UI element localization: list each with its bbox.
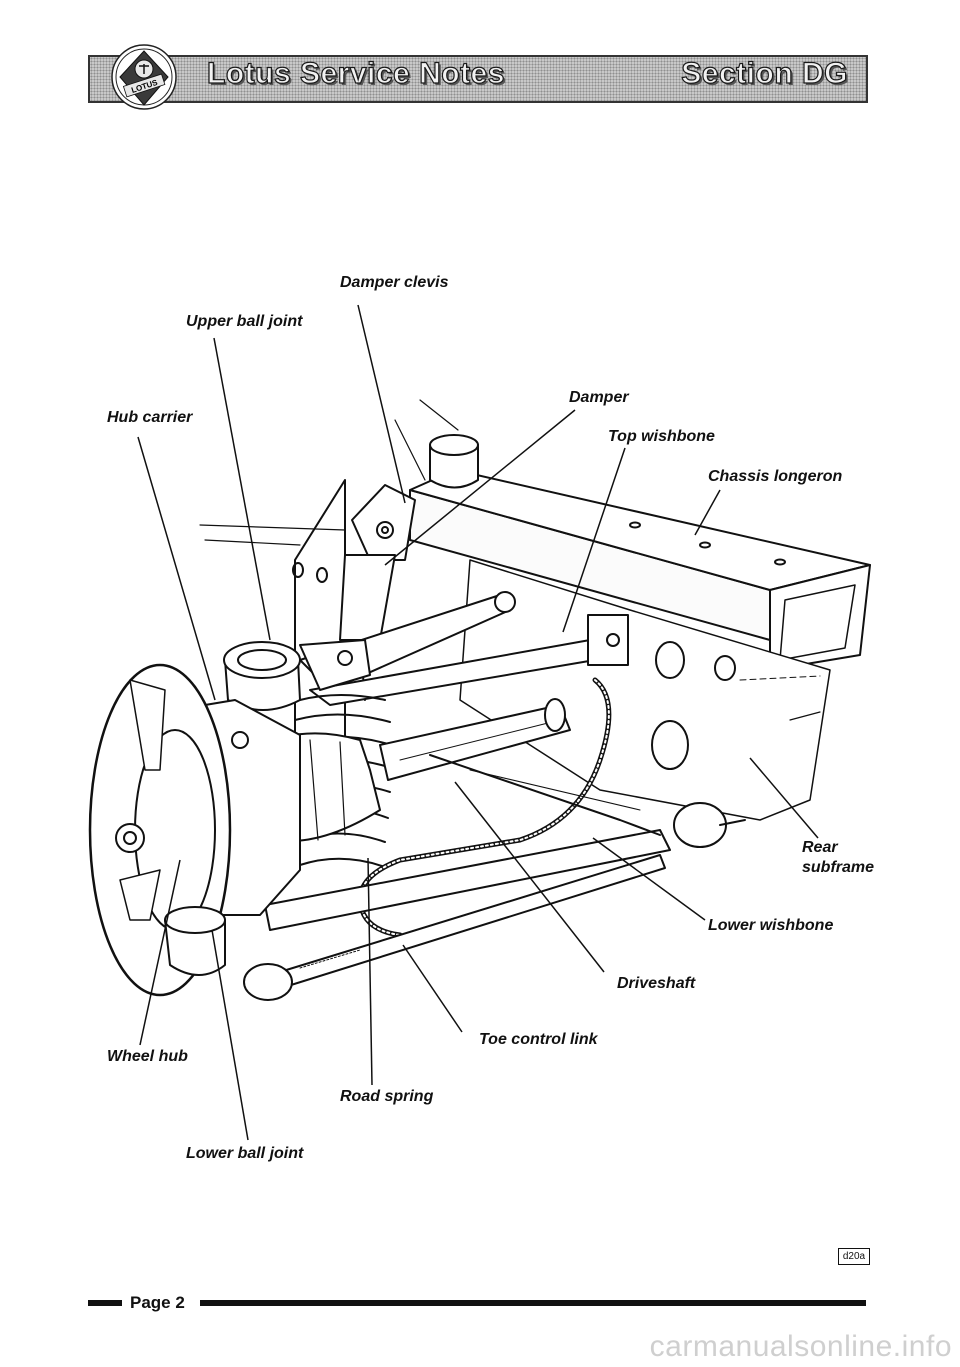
lotus-logo-icon: LOTUS bbox=[111, 44, 177, 110]
callout-road-spring: Road spring bbox=[340, 1088, 434, 1105]
callout-wheel-hub: Wheel hub bbox=[107, 1048, 188, 1065]
callout-lower-wishbone: Lower wishbone bbox=[708, 917, 834, 934]
footer-left-rule bbox=[88, 1300, 122, 1306]
figure-ref-tag: d20a bbox=[838, 1248, 870, 1265]
header-bar bbox=[88, 55, 868, 103]
callout-upper-ball-joint: Upper ball joint bbox=[186, 313, 303, 330]
callout-driveshaft: Driveshaft bbox=[617, 975, 696, 992]
callout-damper-clevis: Damper clevis bbox=[340, 274, 449, 291]
page-number: Page 2 bbox=[130, 1293, 185, 1312]
callout-rear: Rear bbox=[802, 839, 838, 856]
footer-right-rule bbox=[200, 1300, 866, 1306]
watermark: carmanualsonline.info bbox=[649, 1330, 952, 1363]
callout-hub-carrier: Hub carrier bbox=[107, 409, 193, 426]
page-title: Lotus Service Notes bbox=[206, 56, 505, 90]
section-title: Section DG bbox=[681, 56, 848, 90]
callout-lower-ball-joint: Lower ball joint bbox=[186, 1145, 304, 1162]
callout-toe-control-link: Toe control link bbox=[479, 1031, 598, 1048]
callout-chassis-longeron: Chassis longeron bbox=[708, 468, 843, 485]
callout-damper: Damper bbox=[569, 389, 629, 406]
callout-top-wishbone: Top wishbone bbox=[608, 428, 715, 445]
callout-subframe: subframe bbox=[802, 859, 875, 876]
